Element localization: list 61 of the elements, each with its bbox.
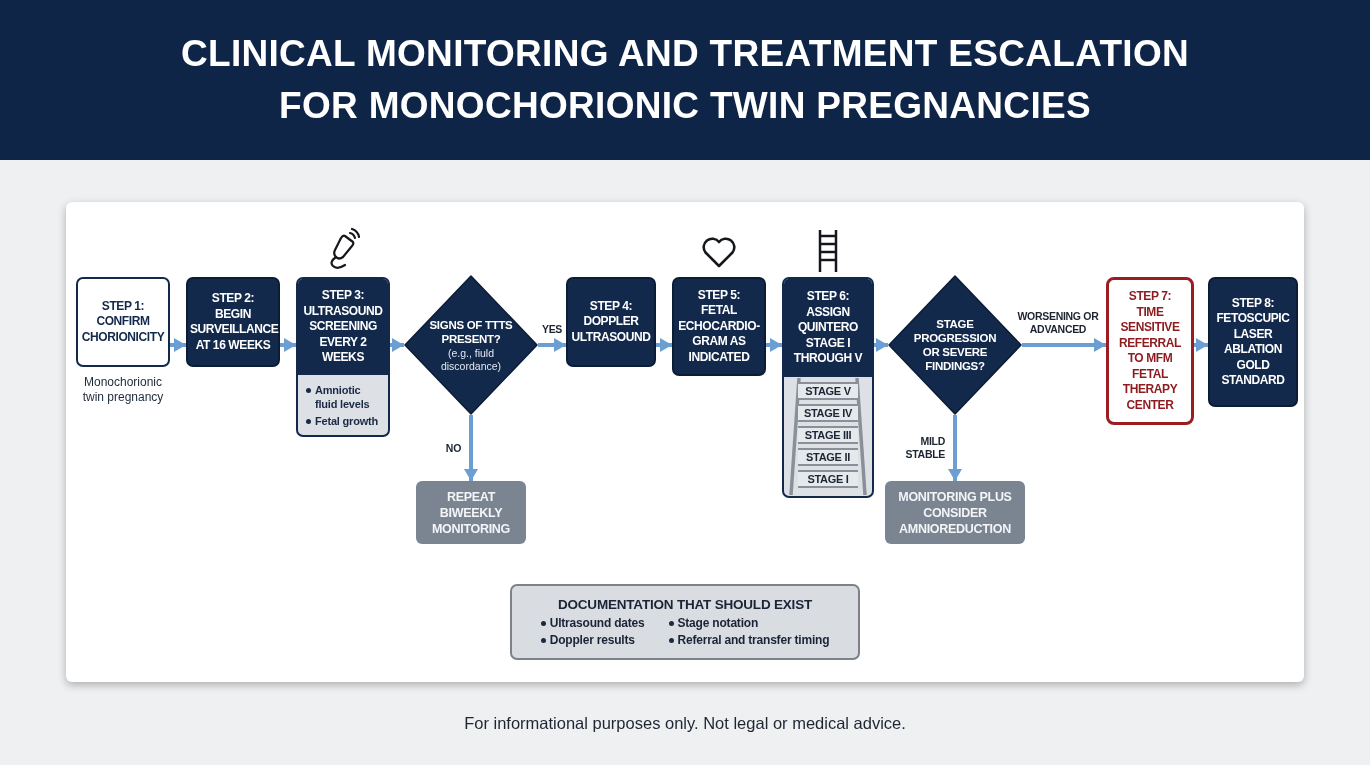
step-heading: STEP 7:: [1127, 289, 1173, 305]
step-heading: STEP 4:: [588, 298, 634, 315]
process-box: [782, 277, 874, 498]
stage-label: STAGE IV: [798, 403, 858, 422]
disclaimer-text: For informational purposes only. Not legal or medical advice.: [464, 713, 906, 734]
arrow: [538, 338, 566, 352]
decision-diamond: [404, 275, 538, 415]
list-item-text: Doppler results: [549, 632, 635, 648]
step-heading: STEP 2:: [210, 291, 256, 307]
diagram-title: CLINICAL MONITORING AND TREATMENT ESCALATION FOR MONOCHORIONIC TWIN PREGNANCIES: [179, 32, 1190, 128]
step-heading: STEP 3:: [320, 288, 366, 304]
step-heading: STEP 6:: [805, 289, 851, 305]
stage-label: STAGE I: [798, 469, 858, 488]
edge-label: NO: [443, 441, 463, 455]
node-caption: Monochorionic twin pregnancy: [81, 375, 165, 405]
outcome-box: [416, 481, 526, 544]
decision-question: STAGE PROGRESSION OR SEVERE FINDINGS?: [912, 317, 998, 373]
arrow: [948, 415, 962, 481]
step-text: FETOSCUPIC LASER ABLATION GOLD STANDARD: [1215, 311, 1291, 389]
arrow: [390, 338, 404, 352]
outcome-text: MONITORING PLUS CONSIDER AMNIOREDUCTION: [897, 488, 1013, 537]
step-text: TIME SENSITIVE REFERRAL TO MFM FETAL THERAPY CENTER: [1117, 304, 1183, 413]
arrow: [874, 338, 888, 352]
edge-label: YES: [539, 323, 565, 336]
step-text: ASSIGN QUINTERO STAGE I THROUGH V: [792, 304, 864, 367]
list-item-text: Stage notation: [677, 615, 759, 631]
step-text: CONFIRM CHORIONICITY: [80, 314, 166, 346]
step-text: FETAL ECHOCARDIO- GRAM AS INDICATED: [677, 303, 761, 366]
documentation-panel: [510, 584, 860, 660]
process-box: [672, 277, 766, 376]
list-item-text: Ultrasound dates: [549, 615, 645, 631]
arrow: [170, 338, 186, 352]
highlighted-process-box: [1106, 277, 1194, 425]
arrow: [464, 415, 478, 481]
step-text: DOPPLER ULTRASOUND: [570, 314, 652, 346]
stage-label: STAGE II: [798, 447, 858, 466]
step-heading: STEP 5:: [696, 287, 742, 304]
step-heading: STEP 1:: [100, 298, 146, 315]
list-item-text: Referral and transfer timing: [677, 632, 830, 648]
arrow: [1194, 338, 1208, 352]
arrow: [656, 338, 672, 352]
step-text: ULTRASOUND SCREENING EVERY 2 WEEKS: [302, 303, 384, 366]
decision-note: (e.g., fiuld discordance): [439, 347, 503, 372]
panel-heading: DOCUMENTATION THAT SHOULD EXIST: [557, 596, 812, 613]
process-box: [186, 277, 280, 367]
decision-question: SIGNS OF TTTS PRESENT?: [428, 318, 514, 346]
list-item-text: Fetal growth: [315, 413, 378, 428]
outcome-box: [885, 481, 1025, 544]
edge-label: WORSENING OR ADVANCED: [1015, 310, 1101, 336]
outcome-text: REPEAT BIWEEKLY MONITORING: [431, 488, 511, 537]
start-step-box: [76, 277, 170, 367]
list-item-text: Amniotic fluid levels: [315, 382, 371, 411]
process-box: [296, 277, 390, 437]
step-heading: STEP 8:: [1230, 295, 1276, 311]
arrow: [1022, 338, 1106, 352]
process-box: [1208, 277, 1298, 407]
arrow: [766, 338, 782, 352]
process-box: [566, 277, 656, 367]
stage-label: STAGE III: [798, 425, 858, 444]
arrow: [280, 338, 296, 352]
stage-label: STAGE V: [798, 381, 858, 400]
